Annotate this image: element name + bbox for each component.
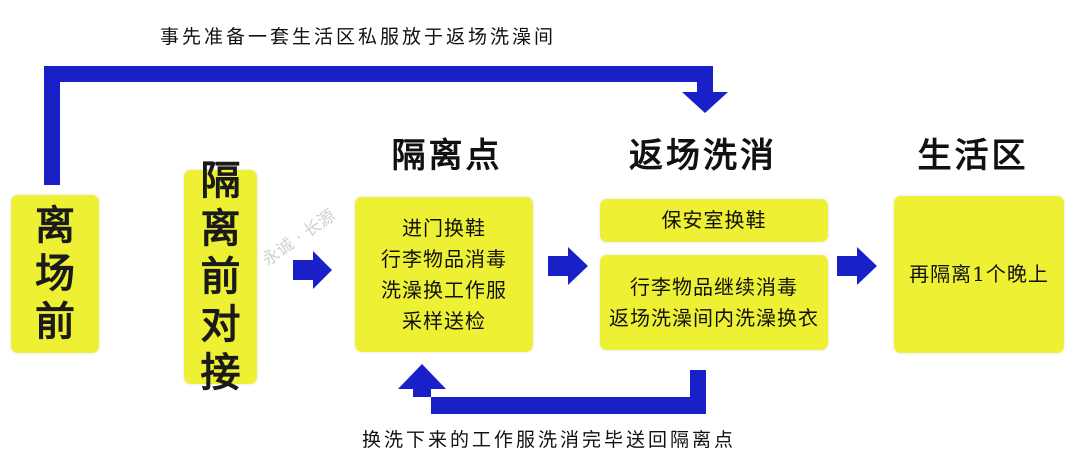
step-line: 保安室换鞋: [661, 208, 767, 232]
char: 前: [35, 299, 75, 345]
heading-return-disinfect: 返场洗消: [629, 136, 777, 176]
step-line: 行李物品继续消毒: [630, 274, 798, 299]
right-arrow-1: [293, 251, 332, 289]
bottom-loop-arrow: [398, 364, 706, 414]
step-line: 洗澡换工作服: [381, 277, 507, 302]
char: 对: [200, 302, 241, 348]
top-caption: 事先准备一套生活区私服放于返场洗澡间: [160, 26, 557, 48]
step-line: 进门换鞋: [402, 215, 486, 240]
char: 离: [200, 206, 241, 252]
right-arrow-3: [837, 247, 877, 285]
bottom-caption: 换洗下来的工作服洗消完毕送回隔离点: [362, 429, 737, 451]
step-line: 再隔离1个晚上: [909, 262, 1049, 286]
heading-living-area: 生活区: [917, 136, 1029, 176]
step-line: 行李物品消毒: [381, 246, 507, 271]
heading-isolation-point: 隔离点: [391, 136, 503, 176]
box-living-area: 再隔离1个晚上: [894, 196, 1064, 353]
char: 离: [35, 203, 75, 249]
char: 前: [200, 254, 241, 300]
box-isolation-point-steps: 进门换鞋 行李物品消毒 洗澡换工作服 采样送检: [355, 197, 533, 352]
right-arrow-2: [548, 247, 588, 285]
box-before-leaving: 离 场 前: [11, 195, 99, 353]
step-line: 采样送检: [402, 308, 486, 333]
box-return-steps: 行李物品继续消毒 返场洗澡间内洗澡换衣: [600, 255, 828, 350]
char: 接: [200, 350, 241, 396]
step-line: 返场洗澡间内洗澡换衣: [609, 305, 819, 330]
char: 场: [35, 251, 75, 297]
top-loop-arrow: [44, 66, 728, 185]
box-security-room: 保安室换鞋: [600, 199, 828, 242]
box-pre-isolation-handover: 隔 离 前 对 接: [184, 158, 257, 396]
char: 隔: [200, 158, 241, 204]
